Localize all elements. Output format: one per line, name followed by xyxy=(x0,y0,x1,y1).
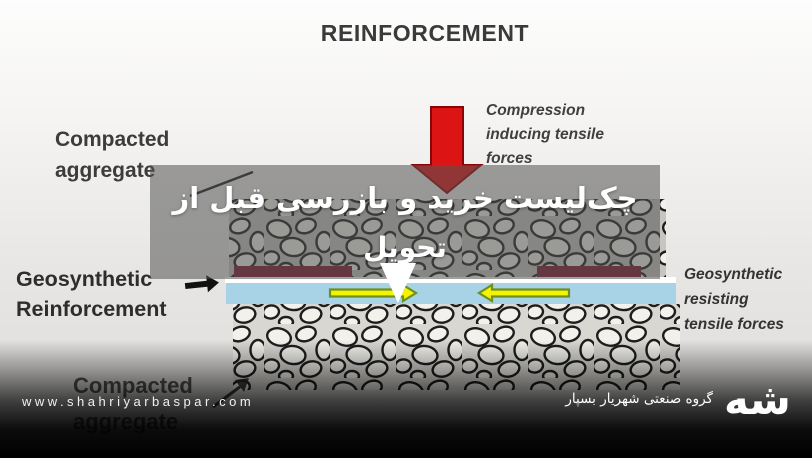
caption-line-1: چک‌لیست خرید و بازرسی قبل از xyxy=(172,181,638,215)
label-line: Compression xyxy=(486,102,586,119)
label-line: tensile forces xyxy=(684,316,784,333)
tension-arrow-left-icon xyxy=(476,283,571,303)
label-line: Compacted xyxy=(55,128,170,151)
label-compacted-aggregate-top: Compacted aggregate xyxy=(55,124,169,186)
overlay-pointer-icon xyxy=(380,263,416,303)
label-line: Geosynthetic xyxy=(16,267,153,291)
label-line: forces xyxy=(486,150,533,167)
label-line: inducing tensile xyxy=(486,126,604,143)
label-geosynthetic-reinforcement: Geosynthetic Reinforcement xyxy=(16,264,167,324)
label-compression-forces: Compression inducing tensile forces xyxy=(486,99,604,171)
page-title: REINFORCEMENT xyxy=(320,20,530,46)
website-url: www.shahriyarbaspar.com xyxy=(22,394,255,409)
label-line: Geosynthetic xyxy=(684,266,783,283)
caption-overlay: چک‌لیست خرید و بازرسی قبل از تحویل xyxy=(150,165,660,279)
geosynthetic-layer xyxy=(226,283,676,304)
separation-strip xyxy=(225,277,676,283)
pointer-arrow-icon xyxy=(184,275,219,293)
footer-gradient xyxy=(0,340,812,458)
label-geosynthetic-resisting: Geosynthetic resisting tensile forces xyxy=(684,262,784,337)
caption-line-2: تحویل xyxy=(363,231,447,264)
company-name: گروه صنعتی شهریار بسپار xyxy=(565,391,713,407)
label-line: aggregate xyxy=(55,159,156,182)
label-line: Reinforcement xyxy=(16,297,167,321)
label-line: resisting xyxy=(684,291,749,308)
company-logo: شه xyxy=(724,375,791,424)
